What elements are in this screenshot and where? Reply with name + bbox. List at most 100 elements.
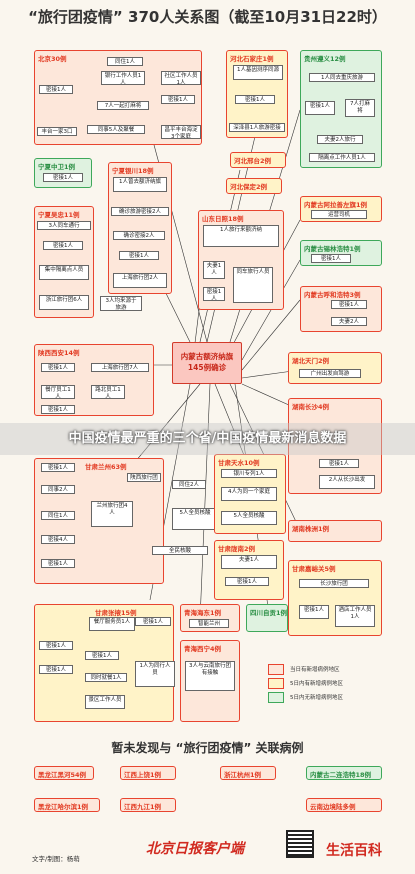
legend-swatch (268, 678, 284, 689)
region-gansu-jiayuguan: 甘肃嘉峪关5例 长沙旅行团 密接1人 酒店工作人员1人 (288, 560, 382, 636)
legend: 当日有新增病例地区 5日内有新增病例地区 5日内无新增病例地区 (268, 664, 408, 724)
case-box: 景区工作人员 (85, 695, 125, 709)
unrelated-label: 浙江杭州1例 (224, 771, 262, 779)
case-box: 密接1人 (135, 617, 171, 626)
case-box: 社区工作人员1人 (161, 71, 201, 85)
case-box: 运营司机 (311, 210, 367, 219)
logo-text: 北京日报客户端 (146, 841, 244, 857)
page-title: “旅行团疫情” 370人关系图（截至10月31日22时） (28, 8, 387, 26)
region-gansu-tianshui: 甘肃天水10例 银川专列1人 4人为同一个家庭 5人全员核酸 (214, 454, 286, 534)
region-label: 四川自贡1例 (250, 609, 288, 617)
case-box: 同车旅行人员 (233, 267, 273, 303)
unrelated-case: 云南边境陆多例 (306, 798, 382, 812)
case-box: 密接1人 (43, 241, 83, 250)
legend-item: 5日内有新增病例地区 (268, 678, 408, 692)
case-box: 密接1人 (85, 651, 119, 660)
region-label: 山东日照18例 (202, 215, 244, 223)
region-sichuan: 四川自贡1例 (246, 604, 288, 632)
region-hebei-baoding: 河北保定2例 (226, 178, 282, 194)
case-box: 银川专列1人 (221, 469, 277, 478)
region-label: 湖南长沙4例 (292, 403, 330, 411)
legend-label: 5日内有新增病例地区 (290, 681, 343, 687)
case-box: 1人旅行来额济纳 (203, 225, 279, 247)
unrelated-label: 云南边境陆多例 (310, 803, 356, 811)
region-beijing: 北京30例 密接1人 同住1人 银行工作人员1人 7人一起打麻将 同事5人及聚餐… (34, 50, 202, 145)
region-label: 贵州遵义12例 (304, 55, 346, 63)
case-box: 密接1人 (305, 101, 335, 115)
legend-item: 5日内无新增病例地区 (268, 692, 408, 706)
case-box: 密接1人 (39, 665, 73, 674)
case-box: 同住2人 (172, 480, 206, 489)
region-label: 内蒙古阿拉善左旗1例 (304, 201, 368, 209)
case-box: 密接1人 (311, 254, 351, 263)
case-box: 密接1人 (41, 463, 75, 472)
case-box: 7人一起打麻将 (97, 101, 149, 110)
brand-watermark: 生活百科 (326, 843, 382, 859)
section-subtitle: 暂未发现与 “旅行团疫情” 关联病例 (111, 741, 304, 755)
case-box: 1人曾去额济纳旗 (113, 177, 167, 192)
case-box: 餐厅服务员1人 (89, 617, 135, 631)
region-qinghai-xining: 青海西宁4例 3人与云南旅行团有接触 (180, 640, 240, 722)
case-box: 4人为同一个家庭 (221, 487, 277, 501)
case-box: 5人全员核酸 (221, 511, 277, 525)
legend-label: 5日内无新增病例地区 (290, 695, 343, 701)
case-box: 陕西旅行团 (127, 473, 161, 482)
case-box: 同住1人 (107, 57, 143, 66)
center-node-ejina: 内蒙古额济纳旗 145例确诊 (172, 342, 242, 384)
legend-swatch (268, 692, 284, 703)
unrelated-label: 黑龙江黑河54例 (38, 771, 87, 779)
region-gansu-lanzhou: 甘肃兰州63例 密接1人 同事2人 同住1人 密接4人 密接1人 兰州旅行团4人… (34, 458, 164, 584)
region-label: 河北邢台2例 (234, 157, 272, 165)
case-box: 浙江旅行团6人 (39, 295, 89, 310)
case-box: 夫妻2人旅行 (317, 135, 363, 144)
center-line1: 内蒙古额济纳旗 (180, 352, 234, 361)
region-ningxia-yinchuan: 宁夏银川18例 1人曾去额济纳旗 确诊旅游密接2人 确诊密接2人 密接1人 上海… (108, 162, 172, 294)
case-box: 密接1人 (225, 577, 269, 586)
region-label: 河北保定2例 (230, 183, 268, 191)
region-ningxia-wuzhong: 宁夏吴忠11例 3人同车通行 密接1人 集中隔离点人员 浙江旅行团6人 (34, 206, 94, 318)
legend-swatch (268, 664, 284, 675)
case-box: 上海旅行团7人 (91, 363, 149, 372)
region-hunan-changsha: 湖南长沙4例 密接1人 2人从长沙出发 (288, 398, 382, 494)
case-box: 夫妻2人 (331, 317, 367, 326)
region-hubei: 湖北天门2例 广州出发自驾游 (288, 352, 382, 384)
case-box: 1人为同行人员 (135, 661, 175, 687)
case-box: 同时就餐1人 (85, 673, 127, 682)
case-box: 密接1人 (203, 287, 225, 301)
region-label: 甘肃天水10例 (218, 459, 260, 467)
case-box: 3人与云南旅行团有接触 (185, 661, 235, 691)
region-label: 内蒙古锡林浩特1例 (304, 245, 361, 253)
unrelated-case: 浙江杭州1例 (220, 766, 276, 780)
unrelated-case: 内蒙古二连浩特18例 (306, 766, 382, 780)
region-label: 湖北天门2例 (292, 357, 330, 365)
case-box: 2人从长沙出发 (319, 475, 375, 489)
region-hebei-xingtai: 河北邢台2例 (230, 152, 286, 168)
region-label: 湖南株洲1例 (292, 525, 330, 533)
case-box: 密接4人 (41, 535, 75, 544)
case-box: 密接1人 (331, 300, 367, 309)
region-gansu-zhangye: 甘肃张掖15例 餐厅服务员1人 密接1人 密接1人 密接1人 密接1人 同时就餐… (34, 604, 175, 722)
case-box: 7人打麻将 (345, 99, 375, 117)
case-box: 广州出发自驾游 (299, 369, 361, 378)
overlay-banner: 中国疫情最严重的三个省/中国疫情最新消息数据 (0, 423, 415, 455)
case-box: 密接1人 (299, 605, 329, 619)
region-label: 青海海东1例 (184, 609, 222, 617)
region-label: 甘肃张掖15例 (95, 609, 137, 617)
case-box: 全民核酸 (152, 546, 208, 555)
case-box: 长沙旅行团 (299, 579, 369, 588)
region-label: 宁夏银川18例 (112, 167, 154, 175)
case-box: 兰州旅行团4人 (91, 501, 133, 527)
case-box: 密接1人 (43, 173, 83, 182)
case-box: 1人同去重庆旅游 (309, 73, 375, 82)
region-nm-alashan: 内蒙古阿拉善左旗1例 运营司机 (300, 196, 382, 222)
case-box: 密接1人 (161, 95, 195, 104)
unrelated-case: 黑龙江黑河54例 (34, 766, 94, 780)
case-box: 智能兰州 (189, 619, 229, 628)
region-label: 河北石家庄1例 (230, 55, 274, 63)
case-box: 集中隔离点人员 (39, 265, 89, 280)
unrelated-case: 江西上饶1例 (120, 766, 176, 780)
region-qinghai-haidong: 青海海东1例 智能兰州 (180, 604, 240, 632)
case-box: 1人基因测序同源 (233, 65, 283, 80)
case-box: 同事5人及聚餐 (87, 125, 145, 134)
unrelated-label: 黑龙江哈尔滨1例 (38, 803, 89, 811)
